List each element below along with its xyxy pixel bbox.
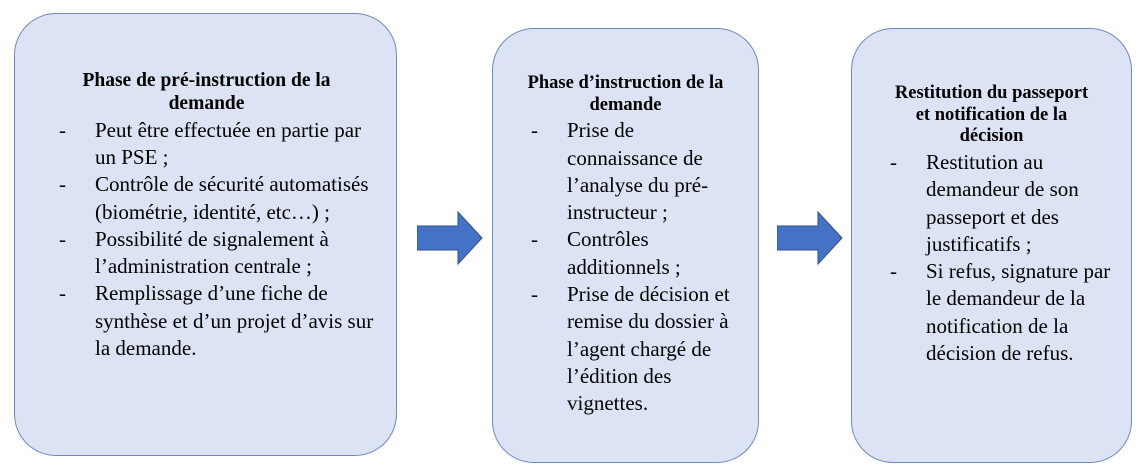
list-item: - Restitution au demandeur de son passep… (864, 149, 1119, 258)
list-item-text: Peut être effectuée en partie par un PSE… (95, 117, 362, 169)
phase-title: Phase de pré-instruction de la demande (82, 70, 331, 114)
phase-box-content: Phase de pré-instruction de la demande -… (15, 14, 396, 362)
bullet-dash-icon: - (59, 226, 66, 251)
phase-title: Restitution du passeport et notification… (894, 83, 1089, 147)
bullet-dash-icon: - (531, 282, 538, 307)
bullet-dash-icon: - (890, 259, 897, 284)
list-item-text: Contrôle de sécurité automatisés (biomét… (95, 172, 369, 224)
bullet-dash-icon: - (531, 227, 538, 252)
list-item: - Remplissage d’une fiche de synthèse et… (31, 280, 382, 362)
bullet-dash-icon: - (59, 172, 66, 197)
phase-bullet-list: - Restitution au demandeur de son passep… (864, 149, 1119, 367)
bullet-dash-icon: - (531, 118, 538, 143)
phase-box-instruction: Phase d’instruction de la demande - Pris… (492, 28, 759, 463)
phase-bullet-list: - Prise de connaissance de l’analyse du … (505, 117, 746, 417)
phase-box-content: Phase d’instruction de la demande - Pris… (493, 29, 758, 418)
right-arrow-icon (417, 209, 483, 267)
phase-bullet-list: - Peut être effectuée en partie par un P… (31, 117, 382, 363)
right-arrow-icon (777, 209, 843, 267)
list-item-text: Remplissage d’une fiche de synthèse et d… (95, 281, 374, 360)
list-item-text: Prise de décision et remise du dossier à… (567, 282, 730, 416)
bullet-dash-icon: - (59, 117, 66, 142)
list-item-text: Si refus, signature par le demandeur de … (926, 259, 1111, 365)
phase-title: Phase d’instruction de la demande (527, 73, 724, 115)
bullet-dash-icon: - (59, 281, 66, 306)
phase-box-content: Restitution du passeport et notification… (852, 29, 1131, 367)
list-item-text: Contrôles additionnels ; (567, 227, 681, 279)
list-item: - Possibilité de signalement à l’adminis… (31, 226, 382, 281)
list-item: - Si refus, signature par le demandeur d… (864, 258, 1119, 367)
list-item: - Contrôles additionnels ; (505, 226, 746, 281)
list-item: - Contrôle de sécurité automatisés (biom… (31, 171, 382, 226)
list-item-text: Prise de connaissance de l’analyse du pr… (567, 118, 709, 225)
list-item: - Peut être effectuée en partie par un P… (31, 117, 382, 172)
list-item-text: Possibilité de signalement à l’administr… (95, 226, 329, 279)
list-item: - Prise de décision et remise du dossier… (505, 281, 746, 417)
list-item: - Prise de connaissance de l’analyse du … (505, 117, 746, 226)
bullet-dash-icon: - (890, 149, 897, 174)
phase-box-pre-instruction: Phase de pré-instruction de la demande -… (14, 13, 397, 456)
phase-box-restitution: Restitution du passeport et notification… (851, 28, 1132, 463)
list-item-text: Restitution au demandeur de son passepor… (926, 149, 1079, 256)
